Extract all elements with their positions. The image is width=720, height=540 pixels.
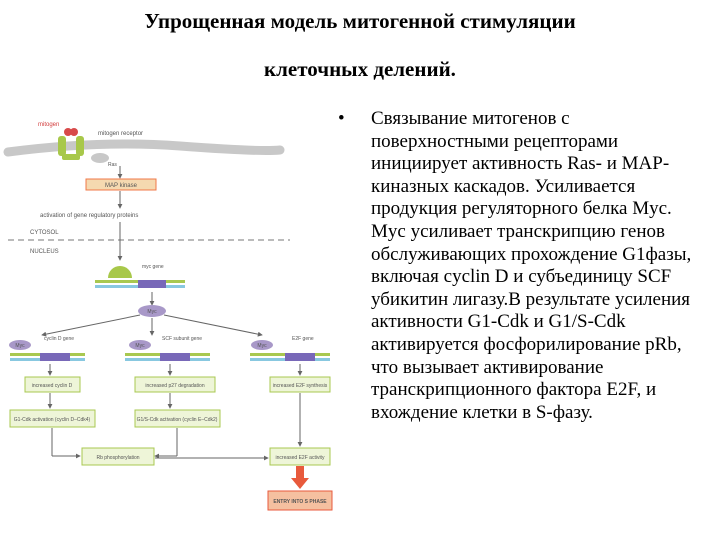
- myc-label-col3: Myc: [257, 343, 267, 349]
- col2-box: [134, 376, 216, 393]
- col3-gene-label: E2F gene: [292, 336, 314, 342]
- col1-gene-label: cyclin D gene: [44, 336, 74, 342]
- myc-protein-col3: [251, 340, 273, 350]
- rb-label: Rb phosphorylation: [96, 455, 139, 461]
- myc-protein-col1: [9, 340, 31, 350]
- col3-box-label: increased E2F synthesis: [273, 383, 328, 389]
- rb-box: [81, 447, 155, 466]
- cdk2-box: [134, 409, 221, 428]
- mitogen-label: mitogen: [38, 122, 59, 128]
- myc-gene-label: myc gene: [142, 264, 164, 270]
- e2f-label: increased E2F activity: [276, 455, 325, 461]
- mitogen-signaling-diagram: mitogen mitogen receptor Ras MAP kinase …: [3, 122, 333, 511]
- col3-gene-dna: [250, 353, 330, 361]
- col2-gene-dna: [125, 353, 210, 361]
- activation-label: activation of gene regulatory proteins: [40, 213, 138, 219]
- col1-gene-dna: [10, 353, 85, 361]
- ras-protein: [91, 153, 109, 163]
- myc-label: Myc: [147, 309, 157, 315]
- col3-box: [269, 376, 331, 393]
- cdk2-label: G1/S-Cdk activation (cyclin E–Cdk2): [137, 417, 218, 423]
- ras-label: Ras: [108, 162, 117, 168]
- receptor-label: mitogen receptor: [98, 131, 143, 137]
- cytosol-label: CYTOSOL: [30, 230, 59, 236]
- col2-box-label: increased p27 degradation: [145, 383, 204, 389]
- myc-protein: [138, 305, 166, 317]
- cdk1-label: G1-Cdk activation (cyclin D–Cdk4): [14, 417, 91, 423]
- body-paragraph: Связывание митогенов с поверхностными ре…: [371, 108, 692, 423]
- cdk1-box: [9, 409, 96, 428]
- e2f-box: [269, 447, 331, 466]
- mitogen-molecule: [64, 128, 78, 136]
- entry-box: [267, 490, 333, 511]
- bullet-marker: •: [338, 108, 345, 129]
- myc-regulator-protein: [108, 266, 132, 278]
- entry-arrow: [291, 466, 309, 489]
- entry-label: ENTRY INTO S PHASE: [273, 499, 327, 505]
- col2-gene-label: SCF subunit gene: [162, 336, 202, 342]
- col1-box-label: increased cyclin D: [32, 383, 73, 389]
- slide-title-line-2: клеточных делений.: [264, 57, 456, 81]
- nucleus-label: NUCLEUS: [30, 249, 59, 255]
- myc-gene-dna: [95, 280, 185, 288]
- receptor-shape: [58, 136, 84, 160]
- map-kinase-box: [85, 178, 157, 191]
- map-kinase-label: MAP kinase: [105, 183, 138, 189]
- col1-box: [24, 376, 81, 393]
- cell-membrane: [3, 139, 285, 157]
- slide-title-line-1: Упрощенная модель митогенной стимуляции: [144, 9, 576, 33]
- myc-label-col1: Myc: [15, 343, 25, 349]
- myc-label-col2: Myc: [135, 343, 145, 349]
- myc-protein-col2: [129, 340, 151, 350]
